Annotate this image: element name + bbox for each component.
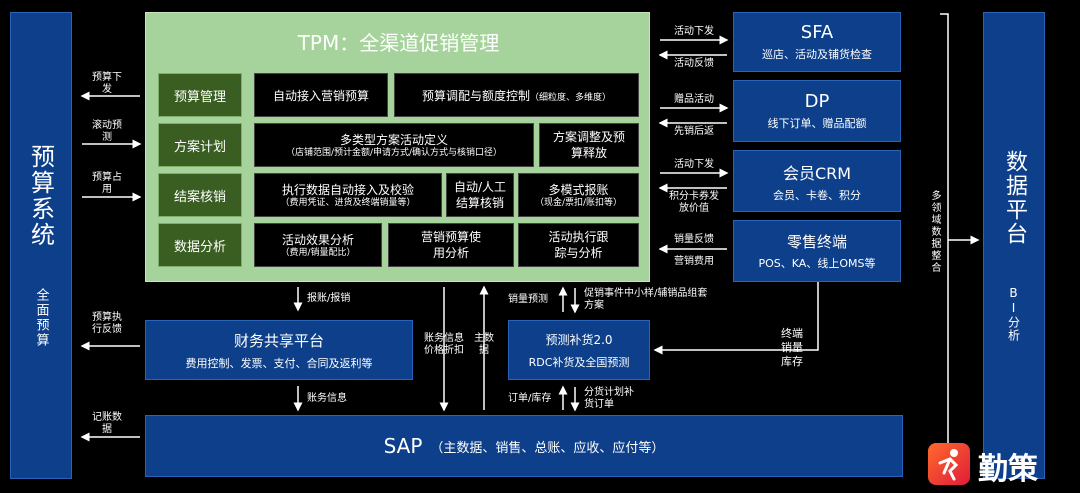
cell-auto-manual-settle: 自动/人工结算核销: [446, 173, 514, 217]
sap-box: SAP （主数据、销售、总账、应收、应付等）: [145, 415, 903, 477]
arrow-label-account-info: 账务信息: [307, 393, 347, 404]
arrow-label-sfa-bottom: 活动反馈: [674, 58, 714, 69]
budget-system-panel: 预算系统 全面预算: [10, 12, 72, 479]
cell-multi-mode-reimburse: 多模式报账 （现金/票扣/账扣等）: [518, 173, 639, 217]
cell-main: 自动接入营销预算: [272, 88, 369, 103]
cell-main: 方案调整及预算释放: [552, 130, 625, 160]
tpm-title: TPM：全渠道促销管理: [297, 31, 500, 55]
budget-system-subtitle: 全面预算: [33, 287, 49, 348]
cell-exec-tracking: 活动执行跟踪与分析: [518, 223, 639, 267]
arrow-label-budget-issue: 预算下发: [92, 72, 122, 95]
cell-sub: （费用/销量配比）: [280, 248, 356, 258]
row-label-budget: 预算管理: [158, 73, 242, 117]
cell-sub: （店铺范围/预计金额/申请方式/确认方式与核销口径）: [285, 148, 503, 158]
forecast-sub: RDC补货及全国预测: [528, 355, 630, 369]
crm-box: 会员CRM 会员、卡卷、积分: [733, 150, 901, 212]
dp-sub: 线下订单、赠品配额: [767, 117, 867, 130]
arrow-label-rolling-forecast: 滚动预测: [92, 120, 122, 143]
cell-main: 营销预算使用分析: [420, 230, 481, 260]
crm-title: 会员CRM: [782, 163, 852, 183]
label-order-stock: 订单/库存: [508, 393, 552, 404]
cell-sub: （现金/票扣/账扣等）: [534, 198, 623, 208]
cell-budget-allocation: 预算调配与额度控制（细粒度、多维度）: [394, 73, 639, 117]
cell-sub: （费用凭证、进货及终端销量等）: [280, 198, 416, 208]
arrow-label-crm-bottom: 积分卡券发放价值: [669, 191, 719, 214]
finance-box: 财务共享平台 费用控制、发票、支付、合同及返利等: [145, 320, 413, 380]
finance-sub: 费用控制、发票、支付、合同及返利等: [185, 356, 373, 370]
forecast-title: 预测补货2.0: [545, 332, 613, 347]
arrow-label-budget-feedback: 预算执行反馈: [92, 312, 122, 335]
forecast-box: 预测补货2.0 RDC补货及全国预测: [508, 320, 650, 380]
sfa-box: SFA 巡店、活动及铺货检查: [733, 12, 901, 72]
cell-auto-budget: 自动接入营销预算: [254, 73, 388, 117]
runner-icon: [938, 449, 959, 481]
label-terminal-sales: 终端销量库存: [781, 327, 803, 368]
brand-logo-icon: [928, 443, 970, 485]
arrow-label-budget-occupy: 预算占用: [92, 172, 122, 195]
arrow-label-dp-top: 赠品活动: [674, 94, 714, 105]
data-platform-subtitle: BI分析: [1006, 285, 1021, 342]
brand-name: 勤策: [978, 452, 1038, 487]
row-label-settlement: 结案核销: [158, 173, 242, 217]
cell-main: 预算调配与额度控制: [421, 88, 530, 103]
label-replenish-plan: 分货计划补货订单: [584, 387, 634, 410]
retail-terminal-title: 零售终端: [786, 233, 847, 251]
arrow-label-retail-bottom: 营销费用: [674, 256, 714, 267]
sfa-title: SFA: [800, 22, 834, 43]
cell-budget-usage: 营销预算使用分析: [388, 223, 514, 267]
retail-terminal-box: 零售终端 POS、KA、线上OMS等: [733, 220, 901, 282]
arrow-label-retail-top: 销量反馈: [674, 234, 714, 245]
sfa-sub: 巡店、活动及铺货检查: [762, 48, 872, 61]
cell-main: 多类型方案活动定义: [339, 133, 448, 147]
dp-title: DP: [804, 91, 830, 112]
label-master-data: 主数据: [474, 333, 494, 356]
dp-box: DP 线下订单、赠品配额: [733, 80, 901, 142]
cell-exec-data: 执行数据自动接入及校验 （费用凭证、进货及终端销量等）: [254, 173, 442, 217]
finance-title: 财务共享平台: [233, 331, 324, 350]
cell-main: 执行数据自动接入及校验: [281, 183, 414, 197]
cell-sub: （细粒度、多维度）: [530, 92, 612, 103]
row-label-plan: 方案计划: [158, 123, 242, 167]
sap-title: SAP: [383, 434, 423, 458]
data-platform-title: 数据平台: [1002, 149, 1027, 246]
retail-terminal-sub: POS、KA、线上OMS等: [758, 257, 876, 270]
cell-main: 活动执行跟踪与分析: [548, 230, 609, 260]
cell-effect-analysis: 活动效果分析 （费用/销量配比）: [254, 223, 382, 267]
cell-multi-type-plan: 多类型方案活动定义 （店铺范围/预计金额/申请方式/确认方式与核销口径）: [254, 123, 534, 167]
budget-system-title: 预算系统: [26, 143, 55, 248]
arrow-label-dp-bottom: 先销后返: [674, 126, 714, 137]
arrow-label-crm-top: 活动下发: [674, 159, 714, 170]
arrow-label-reimburse: 报账/报销: [307, 293, 351, 304]
arrow-label-sfa-top: 活动下发: [674, 26, 714, 37]
tpm-panel: TPM：全渠道促销管理 预算管理 自动接入营销预算 预算调配与额度控制（细粒度、…: [145, 12, 650, 282]
label-account-price: 账务信息价格折扣: [424, 333, 464, 356]
bracket-label: 多领域数据整合: [929, 190, 940, 274]
label-promo-items: 促销事件中小样/辅销品组套方案: [584, 288, 708, 311]
cell-main: 自动/人工结算核销: [453, 180, 507, 210]
cell-main: 多模式报账: [548, 183, 609, 197]
arrow-label-accounting-data: 记账数据: [92, 412, 122, 435]
cell-main: 活动效果分析: [281, 233, 354, 247]
sap-sub: （主数据、销售、总账、应收、应付等）: [430, 440, 665, 456]
data-platform-panel: 数据平台 BI分析: [983, 12, 1045, 479]
cell-plan-adjust: 方案调整及预算释放: [539, 123, 639, 167]
crm-sub: 会员、卡卷、积分: [773, 188, 861, 202]
row-label-analysis: 数据分析: [158, 223, 242, 267]
label-sales-forecast: 销量预测: [508, 294, 548, 305]
